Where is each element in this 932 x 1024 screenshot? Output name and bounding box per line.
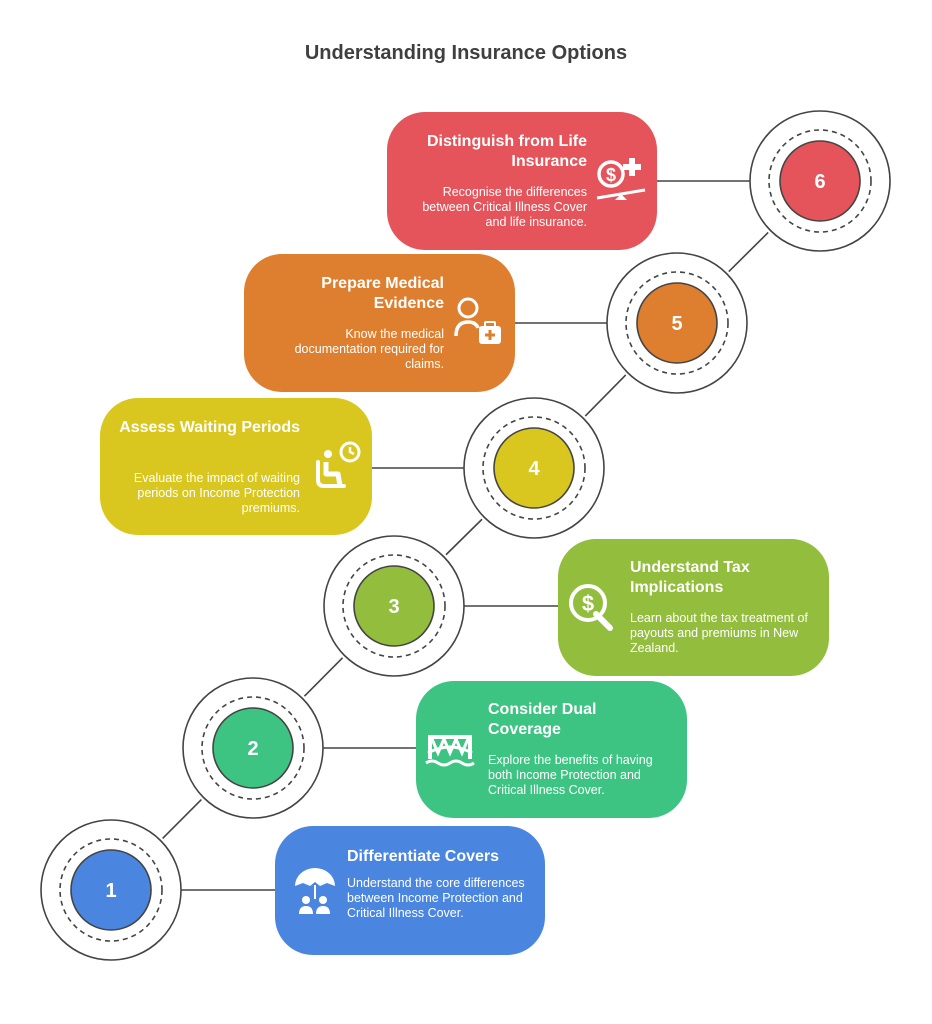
- diagonal-connector-3: [445, 518, 483, 556]
- step-1-description: Understand the core differences between …: [347, 876, 525, 920]
- dollar-magnifier-icon: $: [569, 584, 613, 631]
- dashed-ring: [625, 271, 729, 375]
- diagonal-connector-2: [303, 657, 344, 697]
- step-card-4: Assess Waiting Periods Evaluate the impa…: [100, 398, 372, 535]
- dashed-ring: [482, 416, 586, 520]
- step-2-description: Explore the benefits of having both Inco…: [488, 753, 653, 797]
- step-6-title: Distinguish from Life Insurance: [427, 133, 587, 170]
- step-card-3: $ Understand Tax Implications Learn abou…: [558, 539, 829, 676]
- dollar-cross-scale-icon: $: [596, 158, 646, 200]
- step-card-2: Consider Dual Coverage Explore the benef…: [416, 681, 687, 818]
- step-3-description: Learn about the tax treatment of payouts…: [630, 611, 808, 655]
- dashed-ring: [59, 838, 163, 942]
- number-disc: [353, 565, 435, 647]
- number-disc: [212, 707, 294, 789]
- umbrella-family-icon: [295, 868, 335, 914]
- step-4-title: Assess Waiting Periods: [119, 419, 300, 436]
- step-number-1: 1: [105, 880, 116, 902]
- step-circle-1: 1: [40, 819, 182, 961]
- number-disc: [70, 849, 152, 931]
- step-4-description: Evaluate the impact of waiting periods o…: [133, 471, 300, 515]
- number-disc: [779, 140, 861, 222]
- dashed-ring: [342, 554, 446, 658]
- step-circle-4: 4: [463, 397, 605, 539]
- diagram-title: Understanding Insurance Options: [304, 42, 628, 64]
- step-number-5: 5: [671, 313, 682, 335]
- step-circle-3: 3: [323, 535, 465, 677]
- step-circle-6: 6: [749, 110, 891, 252]
- step-5-description: Know the medical documentation required …: [294, 327, 444, 371]
- step-number-6: 6: [814, 171, 825, 193]
- number-disc: [493, 427, 575, 509]
- step-circle-5: 5: [606, 252, 748, 394]
- step-3-title: Understand Tax Implications: [630, 559, 750, 596]
- step-card-1: Differentiate Covers Understand the core…: [275, 826, 545, 955]
- step-5-title: Prepare Medical Evidence: [321, 275, 444, 312]
- doctor-medkit-icon: [454, 297, 501, 344]
- step-number-2: 2: [247, 738, 258, 760]
- step-card-6: $ Distinguish from Life Insurance Recogn…: [387, 112, 657, 250]
- diagonal-connector-5: [728, 231, 769, 273]
- svg-text:$: $: [582, 591, 594, 616]
- number-disc: [636, 282, 718, 364]
- waiting-clock-icon: [316, 441, 361, 488]
- dashed-ring: [768, 129, 872, 233]
- step-card-5: Prepare Medical Evidence Know the medica…: [244, 254, 515, 392]
- step-number-3: 3: [388, 596, 399, 618]
- step-circle-2: 2: [182, 677, 324, 819]
- diagonal-connector-4: [584, 374, 627, 417]
- step-circles: 1 2 3 4 5 6: [40, 110, 891, 961]
- dashed-ring: [201, 696, 305, 800]
- diagonal-connector-1: [162, 799, 202, 839]
- step-1-title: Differentiate Covers: [347, 848, 500, 865]
- connectors: [162, 180, 769, 891]
- step-2-title: Consider Dual Coverage: [488, 701, 597, 738]
- bridge-icon: [425, 735, 475, 767]
- step-number-4: 4: [528, 458, 540, 480]
- step-6-description: Recognise the differences between Critic…: [422, 185, 587, 229]
- svg-text:$: $: [606, 165, 616, 185]
